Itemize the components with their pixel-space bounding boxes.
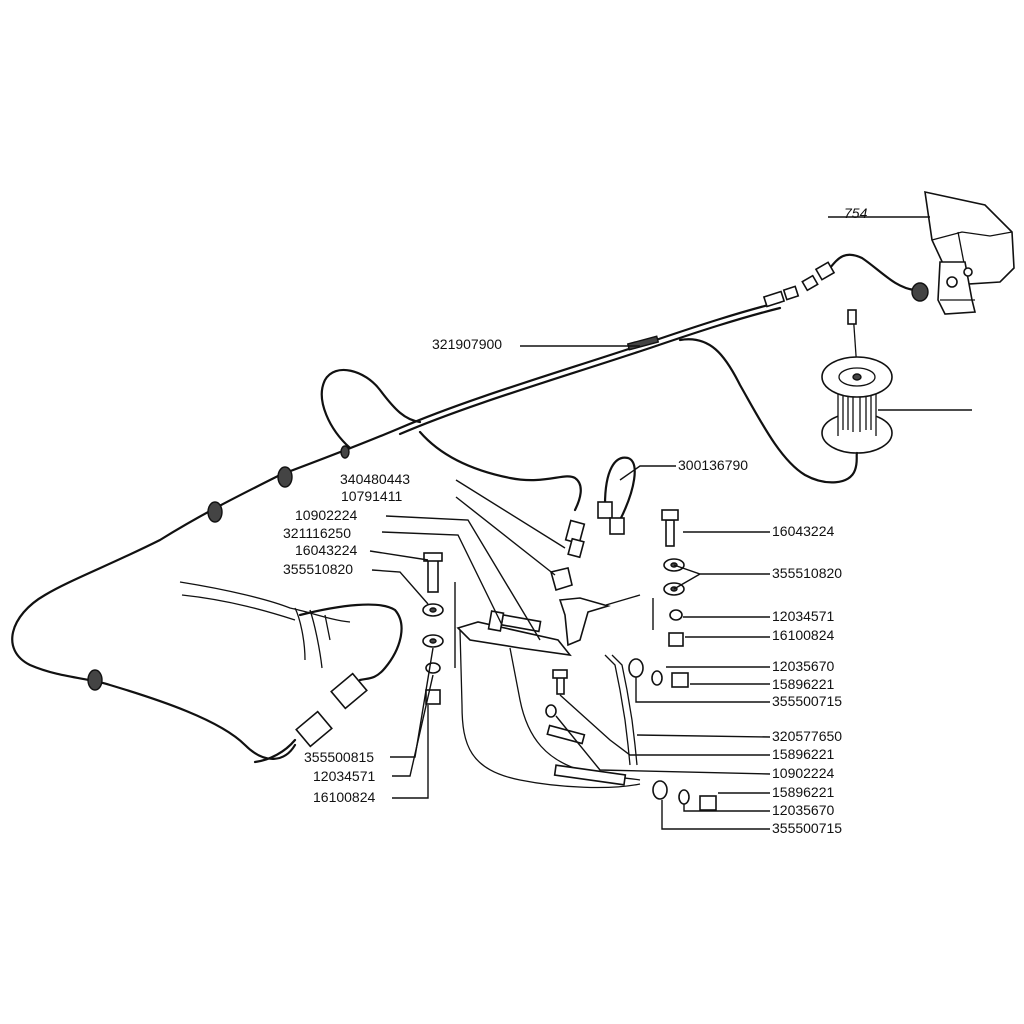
mounting-bracket [456,597,641,789]
work-lamp [801,190,1015,315]
label-12034571-a: 12034571 [772,608,835,624]
part-labels: 754 321907900 300136790 340480443 107914… [283,205,868,836]
jumper-lead [597,456,636,535]
label-15896221-b: 15896221 [772,746,835,762]
label-16043224-a: 16043224 [295,542,358,558]
label-300136790: 300136790 [678,457,748,473]
label-ref-754: 754 [844,205,868,221]
label-321907900: 321907900 [432,336,502,352]
cable-reel [821,309,893,454]
label-16100824-b: 16100824 [313,789,376,805]
label-16043224-b: 16043224 [772,523,835,539]
bracket-bolt [487,610,542,633]
label-15896221-a: 15896221 [772,676,835,692]
tractor-plug [179,581,403,764]
label-16100824-a: 16100824 [772,627,835,643]
label-12035670-a: 12035670 [772,658,835,674]
label-320577650: 320577650 [772,728,842,744]
label-10902224-a: 10902224 [295,507,358,523]
label-355500715-a: 355500715 [772,693,842,709]
leader-lines [369,216,972,830]
label-340480443: 340480443 [340,471,410,487]
label-355510820-b: 355510820 [772,565,842,581]
label-10791411: 10791411 [341,488,402,504]
label-355510820-a: 355510820 [283,561,353,577]
label-12035670-b: 12035670 [772,802,835,818]
label-321116250: 321116250 [283,525,351,541]
label-10902224-b: 10902224 [772,765,835,781]
label-355500815: 355500815 [304,749,374,765]
wiring-harness [11,285,859,760]
left-hardware-stack [422,552,444,705]
label-15896221-c: 15896221 [772,784,835,800]
label-355500715-b: 355500715 [772,820,842,836]
pressure-switch [550,519,586,592]
label-12034571-b: 12034571 [313,768,376,784]
